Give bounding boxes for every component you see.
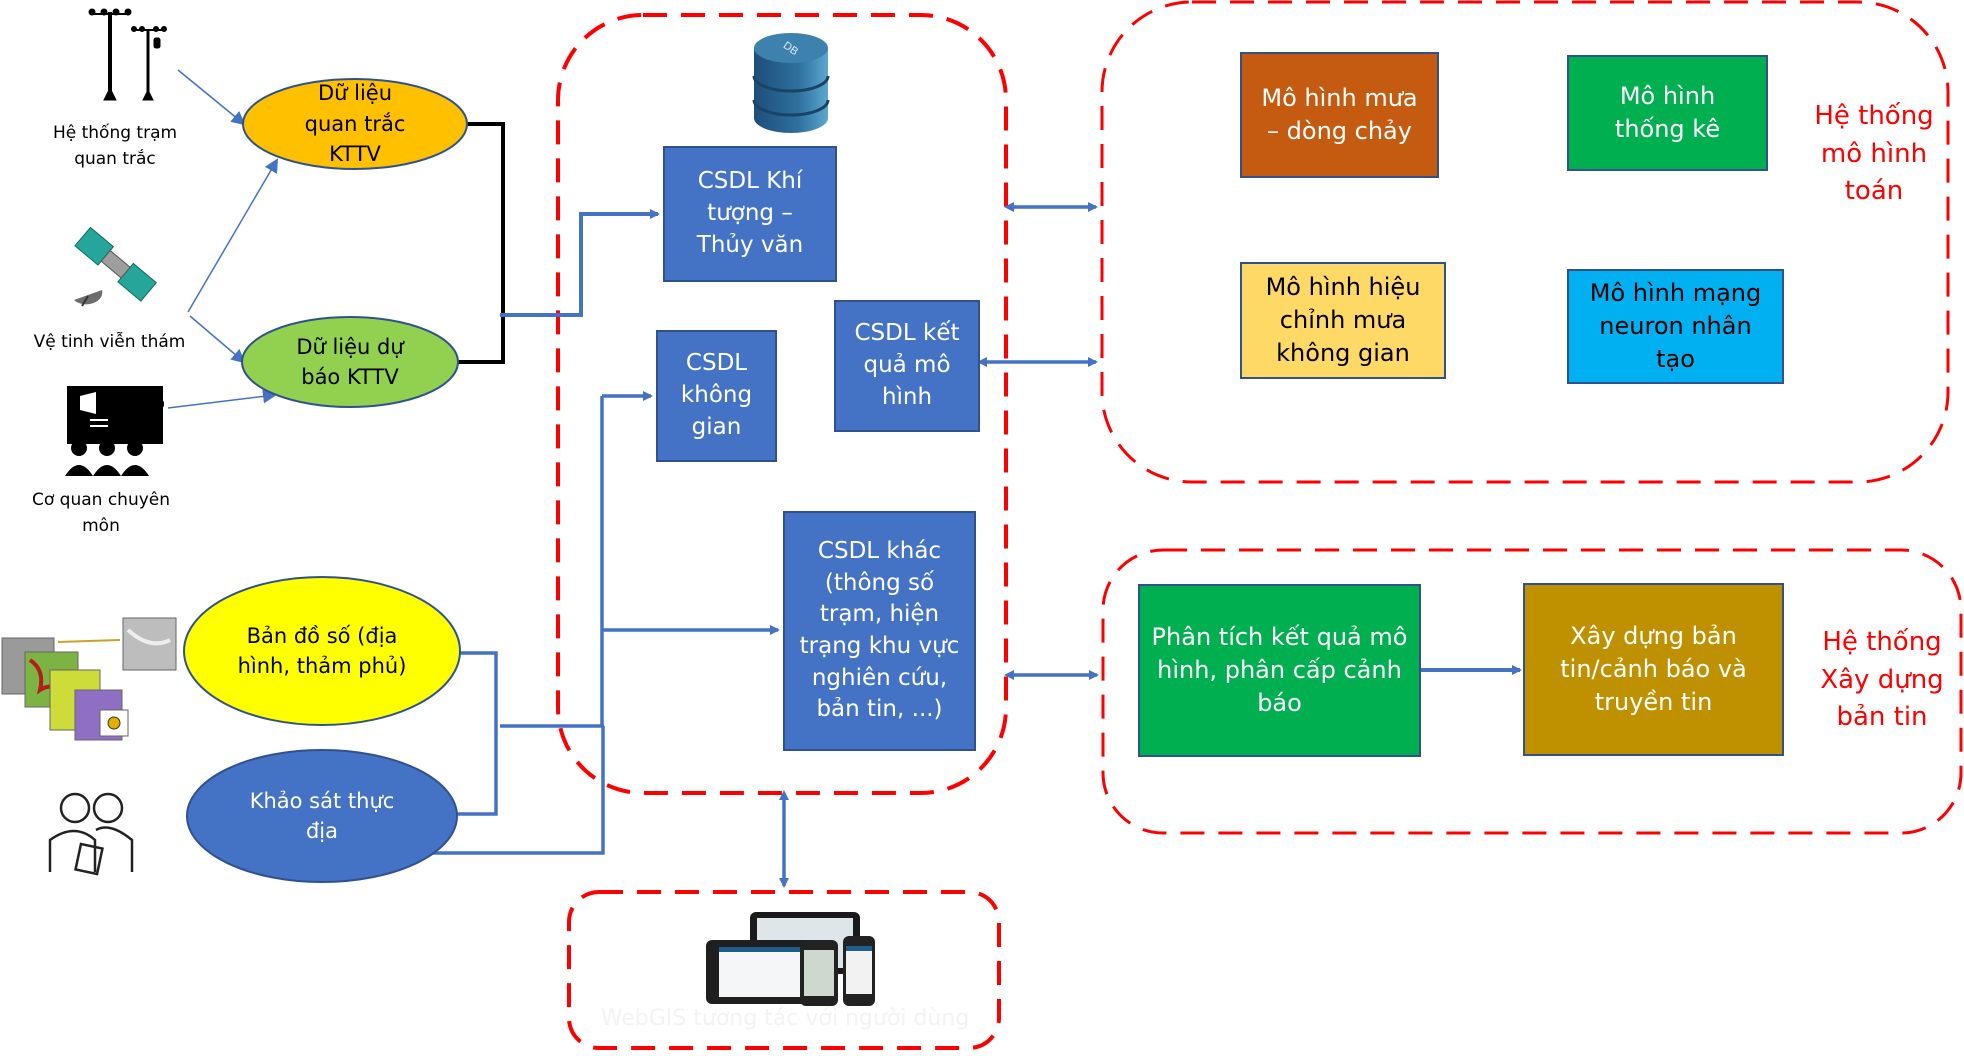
database-cylinder-icon: DB [752, 33, 830, 133]
analysis-step-label: Phân tích kết quả mô hình, phân cấp cảnh… [1151, 622, 1408, 718]
math-models-group-container [1100, 0, 1950, 484]
presentation-audience-icon [65, 386, 164, 476]
arrow-agency-to-forecast [167, 389, 277, 409]
rain-correction-model-label: Mô hình hiệu chỉnh mưa không gian [1265, 272, 1421, 368]
build-bulletin-step-label: Xây dựng bản tin/cảnh báo và truyền tin [1560, 621, 1747, 717]
rainfall-runoff-model-label: Mô hình mưa – dòng chảy [1261, 83, 1418, 145]
digital-map-ellipse [183, 576, 461, 726]
observed-data-ellipse [242, 78, 468, 170]
other-db-label: CSDL khác (thông số trạm, hiện trạng khu… [799, 537, 960, 723]
other-db-box[interactable]: CSDL khác (thông số trạm, hiện trạng khu… [783, 511, 976, 751]
spatial-db-label: CSDL không gian [680, 350, 753, 440]
multi-device-screens-icon [706, 912, 875, 1006]
ann-model-label: Mô hình mạng neuron nhân tạo [1589, 278, 1762, 374]
webgis-caption: WebGIS tương tác với người dùng [600, 1006, 970, 1031]
rain-correction-model-box[interactable]: Mô hình hiệu chỉnh mưa không gian [1240, 262, 1446, 379]
forecast-data-ellipse [241, 316, 459, 408]
rainfall-runoff-model-box[interactable]: Mô hình mưa – dòng chảy [1240, 52, 1439, 178]
model-results-db-box[interactable]: CSDL kết quả mô hình [834, 300, 980, 432]
ann-model-box[interactable]: Mô hình mạng neuron nhân tạo [1567, 269, 1784, 384]
bulletin-system-title: Hệ thống Xây dựng bản tin [1820, 627, 1944, 733]
field-survey-ellipse [186, 749, 458, 883]
connector-survey-to-trunk [430, 726, 605, 855]
terrain-maps-icon [1, 617, 177, 741]
connector-to-hydromet-db [500, 209, 660, 317]
arrow-stations-to-observed [177, 69, 246, 126]
bulletin-group-container [1101, 548, 1963, 835]
observed-data-label: Dữ liệu quan trắc KTTV [304, 81, 406, 167]
statistical-model-box[interactable]: Mô hình thống kê [1567, 55, 1768, 171]
arrow-satellite-to-observed [187, 158, 279, 313]
hydromet-db-box[interactable]: CSDL Khí tượng – Thủy văn [663, 146, 837, 282]
statistical-model-label: Mô hình thống kê [1614, 81, 1721, 143]
spatial-db-box[interactable]: CSDL không gian [656, 330, 777, 462]
bracket-observed-forecast [456, 122, 505, 364]
digital-map-label: Bản đồ số (địa hình, thảm phủ) [237, 623, 407, 678]
database-group-container [556, 13, 1008, 795]
satellite-label: Vệ tinh viễn thám [33, 332, 186, 352]
field-survey-label: Khảo sát thực địa [249, 788, 395, 843]
stations-label: Hệ thống trạm quan trắc [52, 123, 178, 169]
math-models-title: Hệ thống mô hình toán [1814, 101, 1934, 207]
bracket-map-survey [456, 651, 498, 816]
webgis-group-container [567, 890, 1001, 1050]
arrow-satellite-to-forecast [189, 315, 246, 364]
field-survey-people-icon [48, 792, 134, 876]
forecast-data-label: Dữ liệu dự báo KTTV [296, 334, 404, 389]
build-bulletin-step-box[interactable]: Xây dựng bản tin/cảnh báo và truyền tin [1523, 583, 1784, 756]
satellite-icon [74, 226, 158, 307]
analysis-step-box[interactable]: Phân tích kết quả mô hình, phân cấp cảnh… [1138, 584, 1421, 757]
hydromet-db-label: CSDL Khí tượng – Thủy văn [696, 168, 804, 258]
agency-label: Cơ quan chuyên môn [31, 490, 171, 536]
weather-station-icon [88, 8, 167, 101]
model-results-db-label: CSDL kết quả mô hình [854, 320, 960, 410]
